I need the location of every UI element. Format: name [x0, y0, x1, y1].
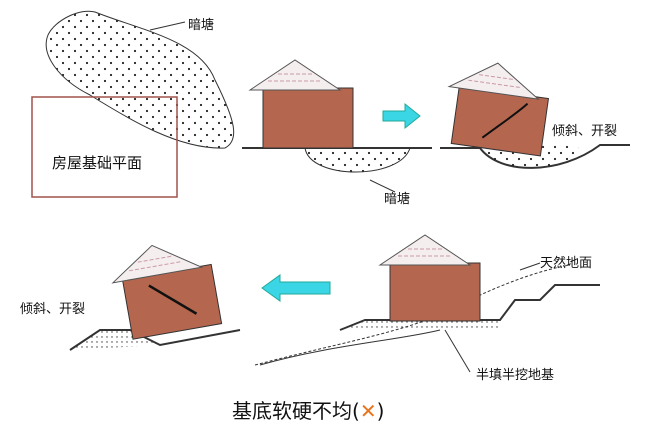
house [262, 87, 354, 149]
foundation-plan-frame [31, 96, 178, 198]
pond-plan [45, 10, 235, 149]
label-tilt-right: 倾斜、开裂 [552, 124, 618, 139]
label-pond-bottom: 暗塘 [384, 192, 411, 207]
arrow-right [382, 102, 421, 130]
label-natural-ground: 天然地面 [540, 256, 593, 271]
diagram-title: 基底软硬不均(✕) [232, 395, 384, 424]
label-pond-top: 暗塘 [188, 18, 215, 33]
title-text: 基底软硬不均( [232, 399, 360, 423]
label-tilt-left: 倾斜、开裂 [20, 302, 86, 317]
label-half-fill: 半填半挖地基 [476, 368, 555, 383]
title-close: ) [376, 399, 385, 423]
label-foundation-plan: 房屋基础平面 [52, 154, 143, 172]
arrow-left [261, 274, 331, 302]
cross-icon: ✕ [359, 399, 377, 423]
